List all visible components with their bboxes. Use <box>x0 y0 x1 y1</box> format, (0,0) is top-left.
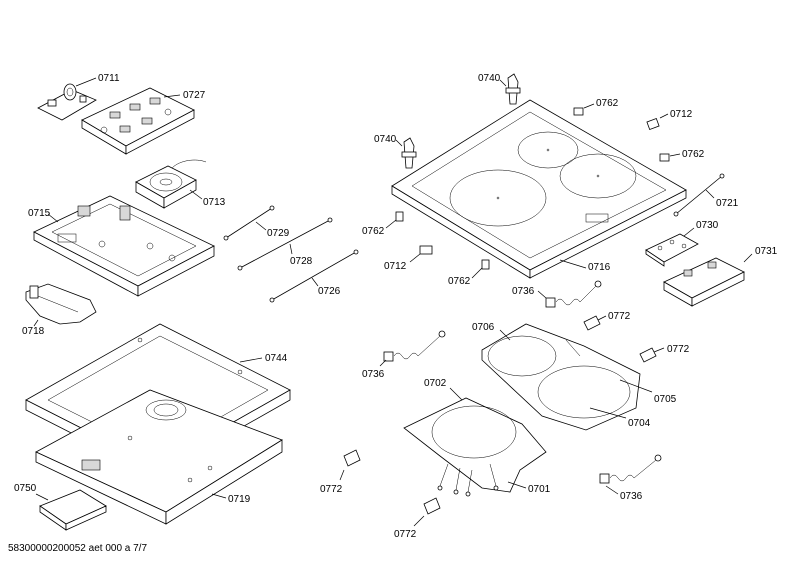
part-0772-bracket-b <box>639 347 657 363</box>
label-0718: 0718 <box>22 326 45 337</box>
label-0762-c: 0762 <box>362 226 385 237</box>
part-0772-bracket-d <box>423 497 441 515</box>
label-0736-c: 0736 <box>620 491 643 502</box>
label-0727: 0727 <box>183 90 206 101</box>
part-0762-clip-c <box>395 211 404 222</box>
part-0772-bracket-c <box>343 449 361 467</box>
part-0727-power-board <box>81 87 195 155</box>
part-0736-sensor-c <box>599 454 662 484</box>
label-0762-a: 0762 <box>596 98 619 109</box>
label-0744: 0744 <box>265 353 288 364</box>
label-0740-top: 0740 <box>478 73 501 84</box>
label-0762-d: 0762 <box>448 276 471 287</box>
part-0728-rod <box>237 217 333 271</box>
label-0706: 0706 <box>472 322 495 333</box>
part-0712-pad-a <box>646 118 660 130</box>
document-code-footer: 58300000200052 aet 000 a 7/7 <box>8 543 148 554</box>
part-0740-clip-left <box>401 137 417 169</box>
part-0762-clip-a <box>573 107 584 116</box>
part-0750-panel <box>39 489 107 531</box>
label-0730: 0730 <box>696 220 719 231</box>
label-0716: 0716 <box>588 262 611 273</box>
part-0715-base-tray <box>33 195 215 297</box>
label-0740-left: 0740 <box>374 134 397 145</box>
label-0731: 0731 <box>755 246 778 257</box>
label-0704: 0704 <box>628 418 651 429</box>
label-0772-d: 0772 <box>394 529 417 540</box>
label-0726: 0726 <box>318 286 341 297</box>
part-0731-control-housing <box>663 257 745 307</box>
part-0711-filter-board <box>37 83 97 121</box>
label-0772-a: 0772 <box>608 311 631 322</box>
part-0716-glass-top <box>391 99 687 279</box>
label-0728: 0728 <box>290 256 313 267</box>
part-0730-control-board <box>645 233 699 267</box>
label-0750: 0750 <box>14 483 37 494</box>
part-0740-clip-top <box>505 73 521 105</box>
label-0711: 0711 <box>98 73 120 84</box>
label-0729: 0729 <box>267 228 290 239</box>
label-0712-a: 0712 <box>670 109 693 120</box>
part-0736-sensor-b <box>383 330 446 362</box>
label-0721: 0721 <box>716 198 739 209</box>
label-0712-b: 0712 <box>384 261 407 272</box>
part-0702-coil-tray <box>403 397 547 497</box>
part-0762-clip-d <box>481 259 490 270</box>
part-0762-clip-b <box>659 153 670 162</box>
label-0772-b: 0772 <box>667 344 690 355</box>
label-0713: 0713 <box>203 197 226 208</box>
part-0729-rod <box>223 205 275 241</box>
label-0736-b: 0736 <box>362 369 385 380</box>
part-0721-rod <box>673 173 725 217</box>
label-0772-c: 0772 <box>320 484 343 495</box>
part-0718-cover <box>25 283 97 325</box>
part-0713-fan <box>135 159 207 209</box>
part-0772-bracket-a <box>583 315 601 331</box>
label-0715: 0715 <box>28 208 51 219</box>
part-0712-pad-b <box>419 245 433 255</box>
part-0726-rod <box>269 249 359 303</box>
part-0719-bottom-plate <box>35 389 283 525</box>
label-0719: 0719 <box>228 494 251 505</box>
label-0705: 0705 <box>654 394 677 405</box>
label-0702: 0702 <box>424 378 447 389</box>
label-0701: 0701 <box>528 484 551 495</box>
part-0706-coil-carrier <box>481 323 641 431</box>
label-0736-a: 0736 <box>512 286 535 297</box>
part-0736-sensor-a <box>545 280 602 308</box>
label-0762-b: 0762 <box>682 149 705 160</box>
